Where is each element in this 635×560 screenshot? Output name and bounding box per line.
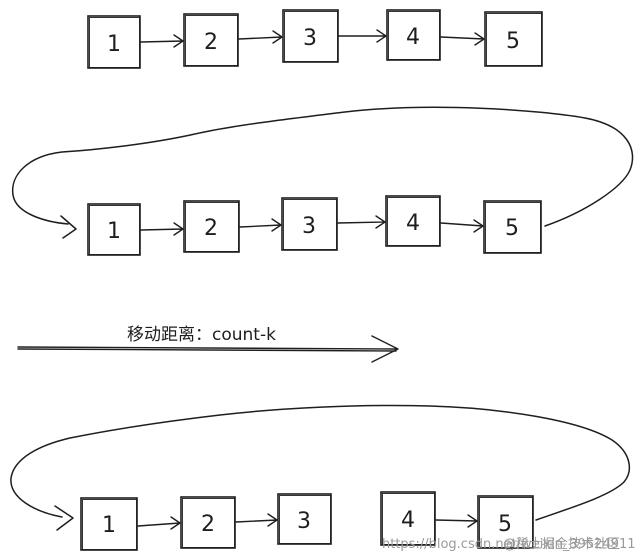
- row-1-node-4: 4: [386, 9, 441, 61]
- node-label: 2: [201, 512, 215, 537]
- move-distance-label: 移动距离：count-k: [127, 325, 276, 345]
- row-3-arrow-1-2: [137, 516, 181, 530]
- row-3-node-1: 1: [80, 497, 138, 551]
- row-1-node-1: 1: [87, 15, 141, 69]
- row-1-node-2: 2: [183, 13, 239, 67]
- row-1-arrow-1-2: [140, 34, 184, 48]
- row-1-list: 1 2 3 4 5: [87, 9, 543, 69]
- node-label: 3: [303, 26, 317, 51]
- row-3-node-2: 2: [180, 496, 236, 549]
- node-label: 2: [204, 216, 218, 241]
- node-label: 3: [302, 214, 316, 239]
- row-2-node-1: 1: [87, 203, 141, 256]
- row-3-arrow-2-3: [235, 513, 278, 527]
- move-distance-arrow: [17, 335, 399, 363]
- node-label: 5: [506, 29, 520, 54]
- row-2-circular-list: 1 2 3 4 5: [12, 106, 634, 256]
- row-3-node-4: 4: [380, 491, 436, 546]
- watermark-brand: @稀土掘金技术社区: [503, 536, 620, 552]
- row-2-arrow-2-3: [239, 218, 282, 232]
- row-1-arrow-2-3: [238, 30, 283, 44]
- row-3-arrow-4-5: [435, 514, 478, 528]
- row-2-node-4: 4: [385, 195, 441, 247]
- row-2-node-5: 5: [483, 200, 542, 254]
- row-2-arrow-1-2: [140, 222, 184, 236]
- row-3-node-3: 3: [277, 493, 332, 545]
- node-label: 4: [401, 508, 415, 533]
- row-3-node-5: 5: [477, 495, 534, 549]
- row-1-node-3: 3: [282, 9, 339, 63]
- node-label: 3: [297, 509, 311, 534]
- node-label: 1: [102, 513, 116, 538]
- node-label: 2: [204, 30, 218, 55]
- watermark-url: https://blog.csdn.net/weixin_39524911: [382, 537, 635, 552]
- move-distance-indicator: 移动距离：count-k: [17, 325, 399, 363]
- row-1-arrow-4-5: [440, 32, 485, 46]
- node-label: 4: [406, 211, 420, 236]
- row-2-node-2: 2: [183, 200, 240, 253]
- row-3-tail-to-head-loop: [10, 404, 631, 531]
- row-2-tail-to-head-loop: [12, 106, 634, 239]
- node-label: 5: [505, 216, 519, 241]
- row-2-node-3: 3: [281, 197, 338, 251]
- node-label: 4: [406, 25, 420, 50]
- row-1-arrow-3-4: [338, 29, 387, 43]
- node-label: 1: [107, 32, 121, 57]
- node-label: 5: [498, 512, 512, 537]
- node-label: 1: [107, 219, 121, 244]
- row-1-node-5: 5: [484, 11, 543, 67]
- row-3-result-list: 1 2 3 4 5: [10, 404, 631, 551]
- row-2-arrow-4-5: [440, 219, 484, 233]
- row-2-arrow-3-4: [337, 215, 386, 229]
- watermark: https://blog.csdn.net/weixin_39524911 @稀…: [382, 536, 635, 552]
